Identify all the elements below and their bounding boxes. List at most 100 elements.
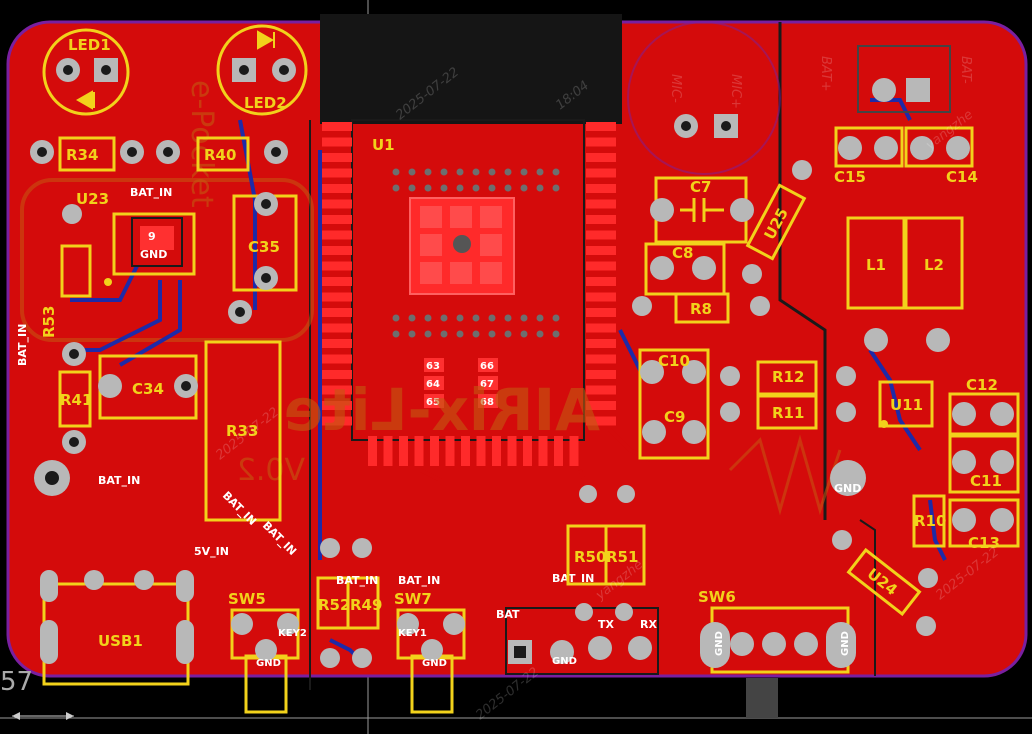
bat-in-c: BAT_IN — [552, 572, 594, 585]
r33-label: R33 — [226, 422, 258, 440]
u1-via — [456, 314, 464, 322]
c14-label: C14 — [946, 168, 978, 186]
c10-c9: C10 C9 — [638, 348, 710, 460]
r53-label: R53 — [40, 306, 58, 338]
u1-left-pad — [322, 184, 352, 193]
u1-via — [456, 184, 464, 192]
u1-left-pad — [322, 199, 352, 209]
mic-plus: MIC+ — [728, 74, 743, 109]
sw6-label: SW6 — [698, 588, 736, 606]
sw6-gnd-b: GND — [840, 631, 851, 656]
u1-right-pad — [586, 215, 616, 224]
u1-via — [488, 168, 496, 176]
u1-bottom-pad — [445, 436, 455, 466]
c34-label: C34 — [132, 380, 164, 398]
l1-l2: L1 L2 — [846, 216, 964, 310]
c7-label: C7 — [690, 178, 711, 196]
u1-via — [552, 314, 560, 322]
ruler: 57 — [0, 667, 74, 720]
sw7-gnd: GND — [422, 658, 447, 669]
u1-right-pad — [586, 184, 616, 193]
u1-left-pad — [322, 401, 352, 410]
r11-label: R11 — [772, 404, 804, 422]
c12: C12 — [948, 376, 1020, 436]
u1-bottom-pad — [430, 436, 439, 466]
u1-via — [472, 168, 480, 176]
u1-left-pad — [322, 168, 352, 178]
u1-via — [488, 330, 496, 338]
u1-antenna-area — [320, 14, 622, 124]
u1-via — [488, 314, 496, 322]
u1-left-pad — [322, 308, 352, 317]
u1-via — [520, 330, 528, 338]
r10: R10 — [912, 494, 946, 548]
u1-via — [504, 314, 512, 322]
u1-right-pad — [586, 199, 616, 209]
u1-via — [456, 330, 464, 338]
split-line-a — [778, 22, 827, 520]
u1-via — [520, 314, 528, 322]
bat-pad-left: BAT_IN — [34, 460, 140, 496]
u24-pad-c — [916, 616, 936, 636]
pin-64: 64 — [426, 379, 440, 390]
l2-label: L2 — [924, 256, 944, 274]
product-name: AIRix-Lite — [284, 376, 600, 444]
usb1-label: USB1 — [98, 632, 143, 650]
u1-via — [520, 184, 528, 192]
u1-right-pad — [586, 323, 616, 333]
ruler-value: 57 — [0, 667, 33, 697]
r8-label: R8 — [690, 300, 712, 318]
u1-via — [392, 168, 400, 176]
u1-via — [424, 330, 432, 338]
u1-via — [536, 168, 544, 176]
u1-left-pad — [322, 137, 352, 147]
u1-left-pad — [322, 385, 352, 395]
u1-via — [472, 314, 480, 322]
u1-left-pad — [322, 122, 352, 131]
sw5-gnd: GND — [256, 658, 281, 669]
bat-tx: TX — [598, 618, 615, 631]
u1-via — [424, 168, 432, 176]
u1-pin-labels: 63 64 65 66 67 68 — [424, 358, 498, 408]
led1: LED1 — [42, 28, 130, 116]
usb1: USB1 5V_IN BAT_IN BAT_IN — [40, 489, 299, 686]
u1-right-pad — [586, 230, 616, 240]
usb-5v-in: 5V_IN — [194, 545, 229, 558]
pin-66: 66 — [480, 361, 494, 372]
bu-connector: BAT+ BAT- — [818, 45, 973, 113]
u1-via — [456, 168, 464, 176]
r50-label: R50 — [574, 548, 606, 566]
u1-left-pad — [322, 339, 352, 348]
u1-left-pad — [322, 277, 352, 286]
r49-bat-in: BAT_IN — [398, 574, 440, 587]
pin-65: 65 — [426, 397, 440, 408]
u1-left-pad — [322, 246, 352, 255]
r34: R34 — [30, 136, 144, 172]
board-title: AIRix-Lite V0.2 e-Pocket — [184, 80, 600, 488]
u1-via — [504, 330, 512, 338]
u1-left-pad — [322, 230, 352, 240]
u23-gnd: GND — [140, 248, 167, 261]
c10-label: C10 — [658, 352, 690, 370]
u11-label: U11 — [890, 396, 923, 414]
sw7-label: SW7 — [394, 590, 432, 608]
u23-bat-in: BAT_IN — [130, 186, 172, 199]
u1-right-pad — [586, 339, 616, 348]
brand-text: e-Pocket — [184, 80, 219, 208]
u1-right-pad — [586, 416, 616, 426]
c8: C8 — [644, 242, 726, 296]
r40-label: R40 — [204, 146, 236, 164]
pin-68: 68 — [480, 397, 494, 408]
r12-label: R12 — [772, 368, 804, 386]
r52-label: R52 — [318, 596, 350, 614]
c8-label: C8 — [672, 244, 693, 262]
u1-via — [408, 184, 416, 192]
bat-plus-mark: BAT+ — [818, 56, 833, 92]
u1-via — [440, 314, 448, 322]
u1-right-pad — [586, 292, 616, 302]
u1-bottom-pad — [554, 436, 563, 466]
led2: LED2 — [216, 24, 308, 116]
u1-right-pad — [586, 137, 616, 147]
u1-via — [504, 184, 512, 192]
